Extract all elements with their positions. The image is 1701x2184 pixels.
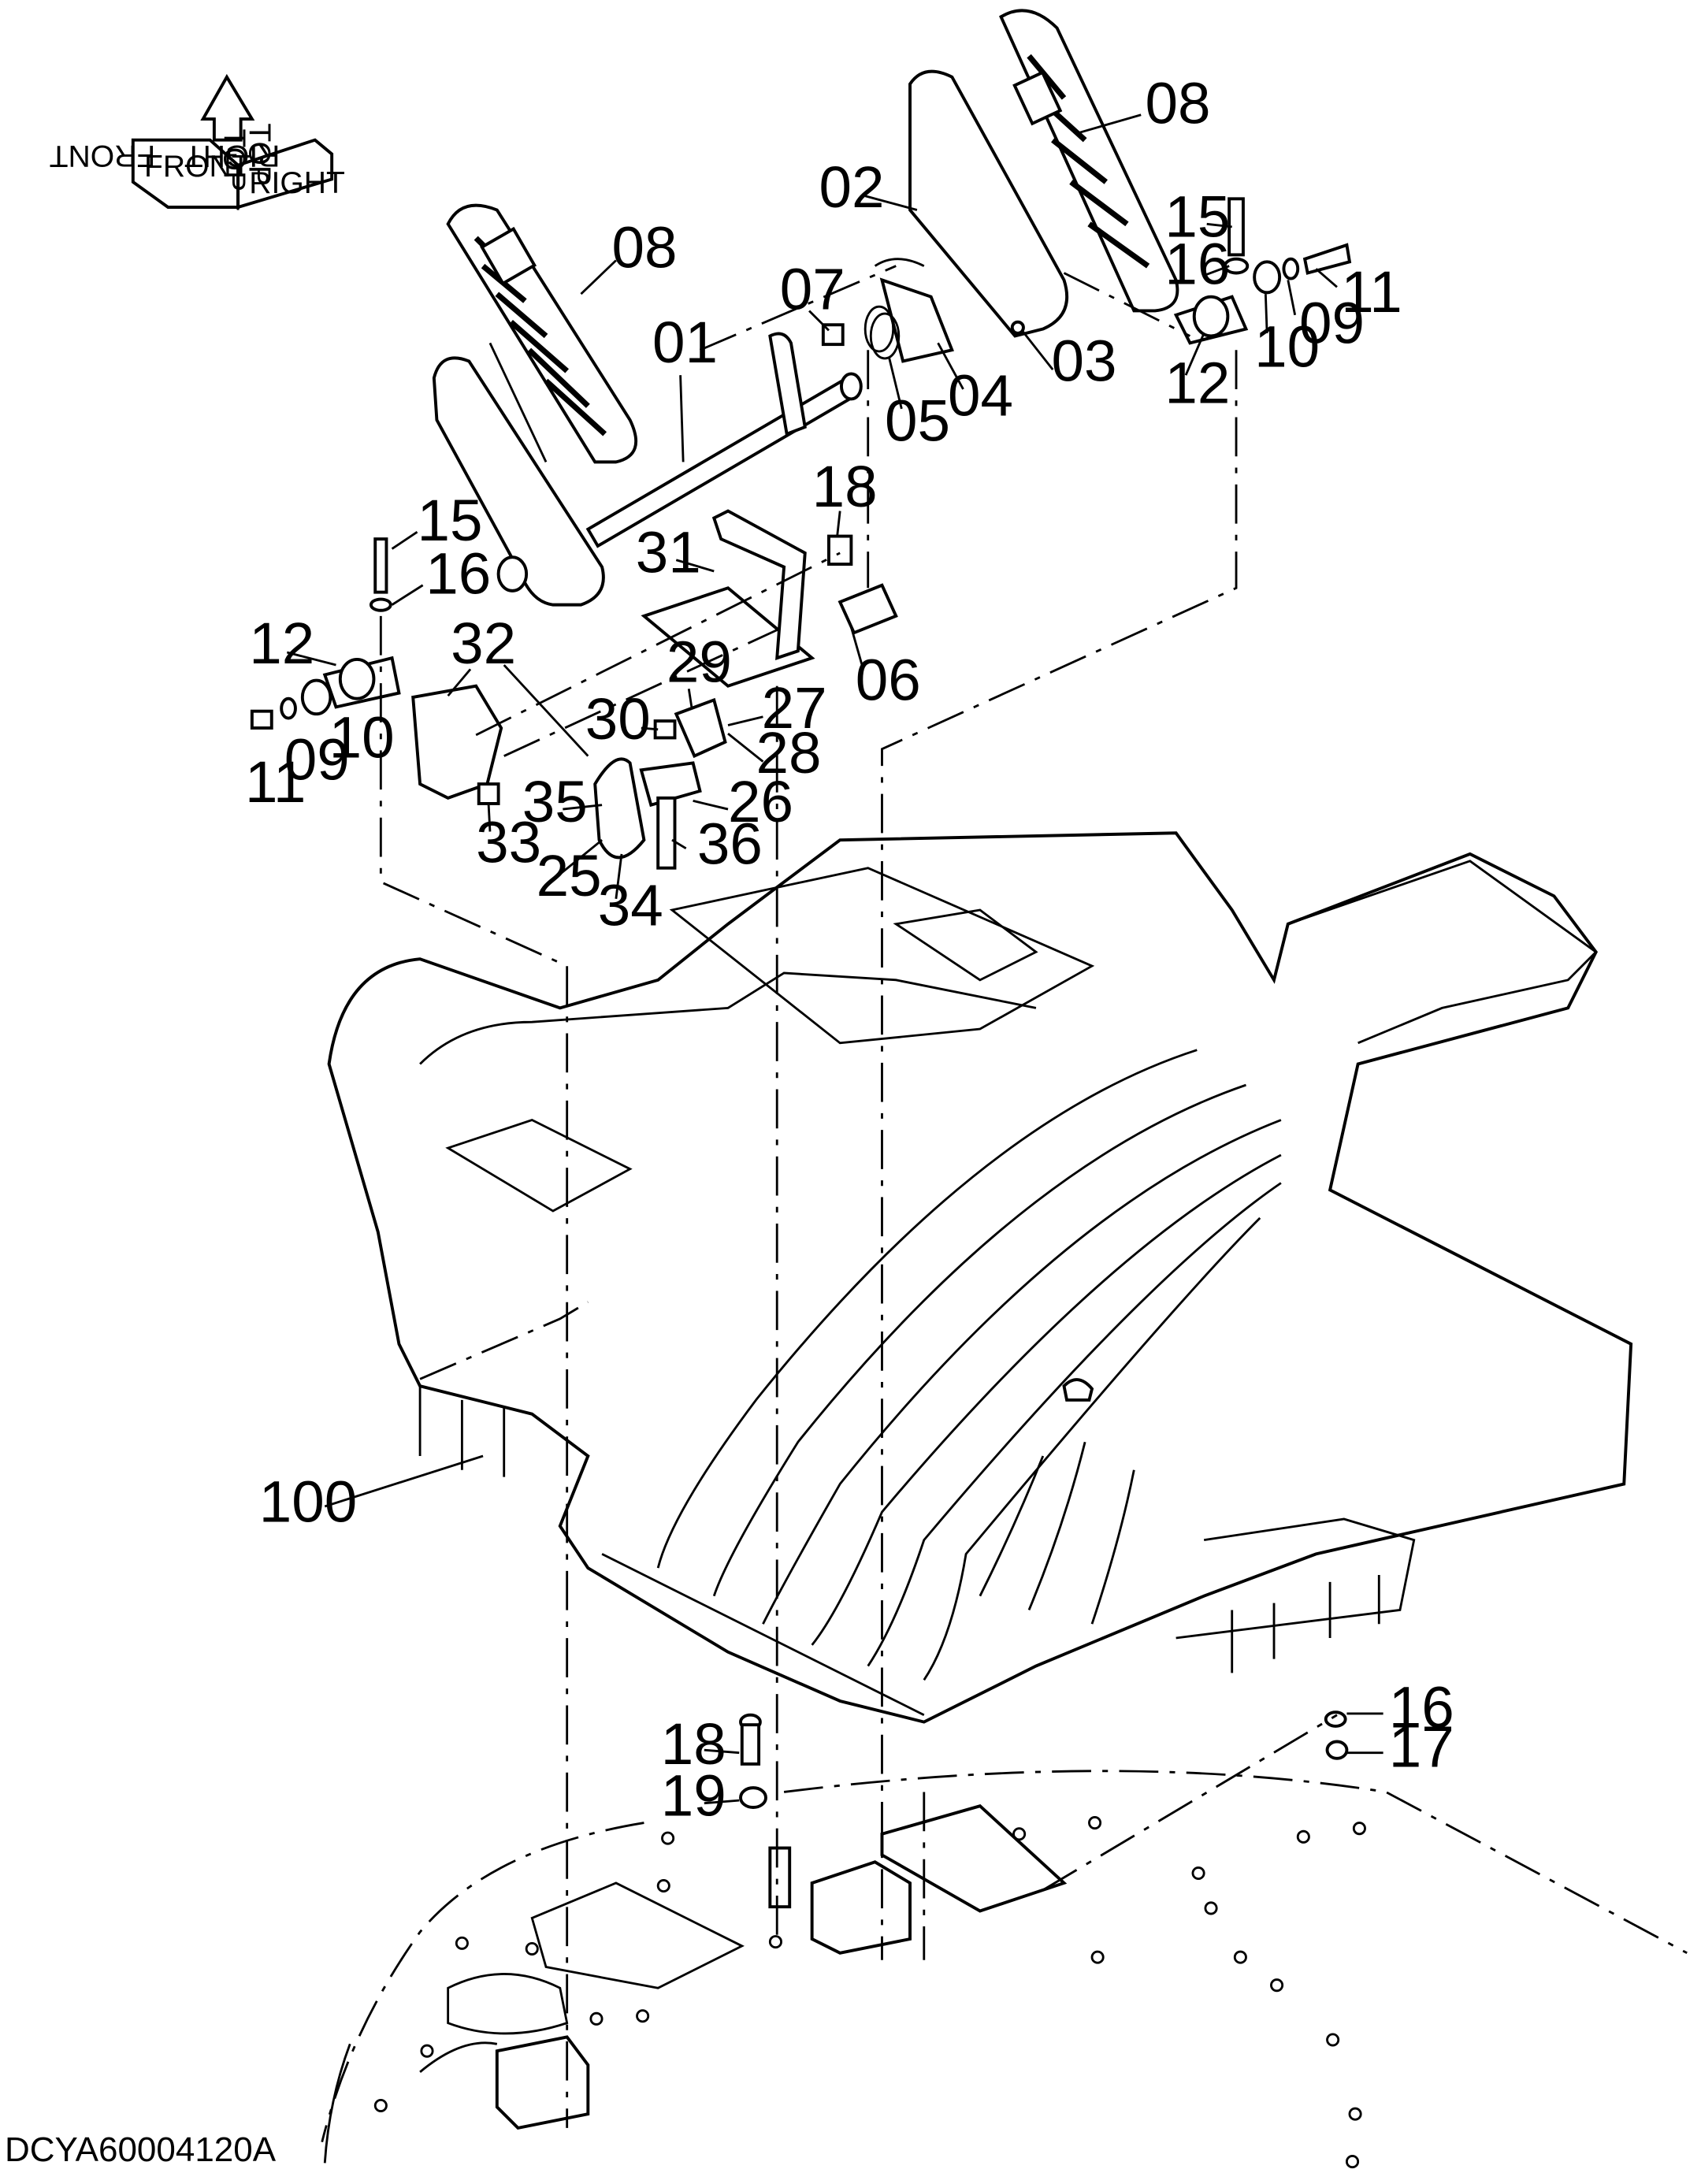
callout-09-left: 09	[284, 726, 350, 793]
alignment-lines	[379, 265, 1338, 2128]
orientation-indicator: TOP FRONT RIGHT FRONT TOP RIGHT	[50, 73, 345, 210]
callout-36: 36	[697, 810, 763, 876]
callout-16-left: 16	[425, 540, 491, 606]
pedal-shaft	[496, 332, 863, 592]
callout-28: 28	[756, 719, 822, 786]
callout-27: 27	[762, 674, 827, 741]
callout-10-right: 10	[1254, 314, 1320, 380]
callout-05: 05	[885, 388, 950, 454]
callout-02: 02	[819, 154, 885, 220]
callout-30: 30	[585, 685, 651, 752]
callout-09-right: 09	[1299, 289, 1365, 355]
right-pedal	[874, 9, 1179, 363]
callout-01: 01	[652, 309, 718, 375]
floor-plate	[327, 831, 1633, 1724]
callout-100: 100	[259, 1469, 358, 1535]
callout-04: 04	[948, 362, 1013, 429]
callout-18-bottom: 18	[661, 1710, 726, 1777]
callout-18-top: 18	[812, 453, 878, 519]
callout-07: 07	[780, 256, 845, 322]
orientation-label-right: RIGHT	[249, 166, 345, 200]
callout-26: 26	[728, 768, 793, 834]
orientation-label-right-mirror: RIGHT	[184, 139, 280, 173]
callout-16-right: 16	[1164, 231, 1230, 297]
leader-lines	[286, 113, 1383, 1805]
callout-33: 33	[476, 809, 541, 875]
orientation-label-front-mirror: FRONT	[50, 139, 156, 173]
callout-08-right: 08	[1146, 69, 1211, 136]
orientation-label-top-mirror: TOP	[242, 123, 276, 186]
callout-12-left: 12	[249, 610, 314, 676]
orientation-label-top: TOP	[217, 128, 251, 191]
callout-16-bottom: 16	[1389, 1674, 1454, 1740]
orientation-label-front: FRONT	[144, 150, 251, 184]
callout-labels: 08 08 02 15 16 11 09 10 12 07 03 04 05 0…	[245, 69, 1454, 1828]
sensor-bracket-cluster	[411, 509, 898, 870]
left-bearing-hardware	[250, 537, 401, 730]
cab-base-plate	[321, 1710, 1688, 2169]
callout-35: 35	[522, 768, 588, 834]
left-pedal	[432, 203, 638, 607]
callout-29: 29	[667, 628, 732, 694]
callout-25: 25	[537, 842, 602, 908]
callout-15-left: 15	[418, 487, 483, 553]
callout-11-left: 11	[245, 748, 306, 815]
callout-12-right: 12	[1164, 350, 1230, 416]
callout-11-right: 11	[1341, 258, 1402, 325]
callout-32: 32	[451, 610, 516, 676]
callout-15-right: 15	[1164, 183, 1230, 249]
callout-03: 03	[1051, 327, 1116, 393]
spring-hardware	[821, 305, 1025, 360]
callout-17: 17	[1389, 1713, 1454, 1779]
callout-19: 19	[661, 1762, 726, 1829]
callout-08-left: 08	[612, 214, 678, 280]
right-bearing-hardware	[1173, 197, 1352, 345]
drawing-code: DCYA60004120A	[5, 2130, 277, 2169]
callout-31: 31	[636, 519, 701, 585]
callout-10-left: 10	[329, 704, 395, 770]
callout-06: 06	[856, 646, 921, 712]
callout-34: 34	[598, 872, 663, 938]
